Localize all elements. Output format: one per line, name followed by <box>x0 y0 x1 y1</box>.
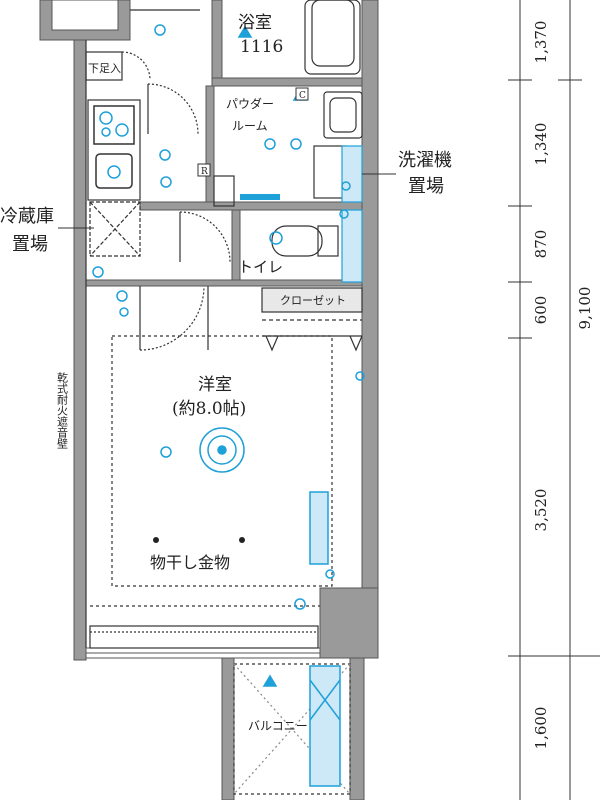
interior-lines <box>85 0 363 795</box>
r-marker: R <box>201 167 208 177</box>
fixtures-blue <box>92 24 365 787</box>
toilet-label: トイレ <box>238 258 283 276</box>
western-room-size-label: (約8.0帖) <box>172 399 246 419</box>
dimension-lines <box>508 0 600 800</box>
dim-870: 870 <box>532 230 550 259</box>
powder-room-label-1: パウダー <box>226 96 274 111</box>
dimension-labels: 1,370 1,340 870 600 3,520 1,600 9,100 <box>532 21 594 750</box>
dim-3520: 3,520 <box>532 489 550 532</box>
c-marker-box <box>295 87 309 101</box>
c-marker: C <box>299 91 306 101</box>
powder-room-label-2: ルーム <box>232 119 268 133</box>
r-marker-box <box>197 163 211 177</box>
drying-hook-right <box>239 537 245 543</box>
dim-1370: 1,370 <box>532 21 550 64</box>
dim-total-9100: 9,100 <box>576 287 594 330</box>
dim-1340: 1,340 <box>532 123 550 166</box>
walls <box>39 0 379 800</box>
wall-note-label: 乾式耐火遮音壁 <box>56 372 69 449</box>
shoe-box-label: 下足入 <box>88 62 121 75</box>
balcony-label: バルコニー <box>248 719 308 733</box>
washer-label-2: 置場 <box>408 176 444 197</box>
fridge-label-2: 置場 <box>12 234 48 255</box>
bath-label: 浴室 <box>238 13 272 33</box>
dim-600: 600 <box>532 296 550 325</box>
drying-hardware-label: 物干し金物 <box>150 553 230 572</box>
washer-label-1: 洗濯機 <box>398 150 452 171</box>
bath-size-label: 1116 <box>240 37 283 57</box>
fridge-label-1: 冷蔵庫 <box>0 206 54 227</box>
drying-hook-left <box>153 537 159 543</box>
dim-1600: 1,600 <box>532 707 550 750</box>
closet-label: クローゼット <box>280 294 346 307</box>
western-room-label: 洋室 <box>198 375 232 395</box>
